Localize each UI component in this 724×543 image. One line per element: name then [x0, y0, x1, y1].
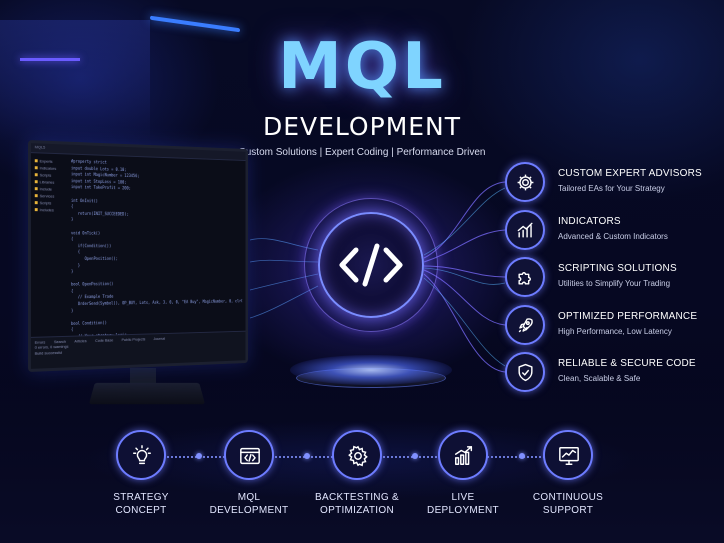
tree-item: Includes — [34, 206, 67, 213]
step-label: BACKTESTING &OPTIMIZATION — [315, 492, 399, 516]
service-description: Utilities to Simplify Your Trading — [558, 279, 671, 288]
service-scripting-solutions: SCRIPTING SOLUTIONS Utilities to Simplif… — [505, 257, 720, 297]
gear-icon — [505, 162, 545, 202]
tagline: Custom Solutions | Expert Coding | Perfo… — [238, 147, 486, 158]
lightbulb-icon — [116, 430, 166, 480]
service-description: High Performance, Low Latency — [558, 327, 672, 336]
service-title: INDICATORS — [558, 216, 621, 227]
service-description: Advanced & Custom Indicators — [558, 232, 668, 241]
output-tab: Code Base — [95, 337, 114, 343]
output-tab: Public Projects — [121, 336, 146, 343]
service-title: RELIABLE & SECURE CODE — [558, 358, 696, 369]
code-editor-monitor: MQL5 Experts Indicators Scripts Librarie… — [28, 140, 248, 372]
neon-light — [20, 58, 80, 61]
service-description: Clean, Scalable & Safe — [558, 374, 641, 383]
bar-chart-icon — [438, 430, 488, 480]
output-tab: Journal — [153, 335, 166, 342]
page-subtitle: DEVELOPMENT — [262, 112, 462, 141]
editor-file-tree: Experts Indicators Scripts Libraries Inc… — [34, 157, 67, 213]
rocket-icon — [505, 305, 545, 345]
timeline-dot — [196, 453, 202, 459]
monitor-chart-icon — [543, 430, 593, 480]
gear-icon — [332, 430, 382, 480]
service-optimized-performance: OPTIMIZED PERFORMANCE High Performance, … — [505, 305, 720, 345]
service-custom-expert-advisors: CUSTOM EXPERT ADVISORS Tailored EAs for … — [505, 162, 720, 202]
service-title: SCRIPTING SOLUTIONS — [558, 263, 677, 274]
code-window-icon — [224, 430, 274, 480]
background-window-glow — [0, 20, 150, 140]
center-ring — [304, 198, 438, 332]
service-description: Tailored EAs for Your Strategy — [558, 184, 665, 193]
timeline-dot — [519, 453, 525, 459]
monitor-neck — [130, 368, 156, 384]
glowing-platform — [290, 355, 452, 385]
timeline-dot — [412, 453, 418, 459]
editor-output-panel: Errors Search Articles Code Base Public … — [30, 330, 246, 369]
service-title: CUSTOM EXPERT ADVISORS — [558, 168, 702, 179]
chart-icon — [505, 210, 545, 250]
step-backtesting-optimization: BACKTESTING &OPTIMIZATION — [307, 430, 407, 517]
puzzle-icon — [505, 257, 545, 297]
shield-icon — [505, 352, 545, 392]
service-title: OPTIMIZED PERFORMANCE — [558, 311, 698, 322]
page-title: MQL — [278, 30, 446, 104]
code-brackets-icon — [339, 243, 403, 287]
output-tab: Articles — [74, 338, 87, 344]
monitor-stand — [88, 382, 206, 405]
service-reliable-secure-code: RELIABLE & SECURE CODE Clean, Scalable &… — [505, 352, 720, 392]
timeline-dot — [304, 453, 310, 459]
service-indicators: INDICATORS Advanced & Custom Indicators — [505, 210, 720, 250]
